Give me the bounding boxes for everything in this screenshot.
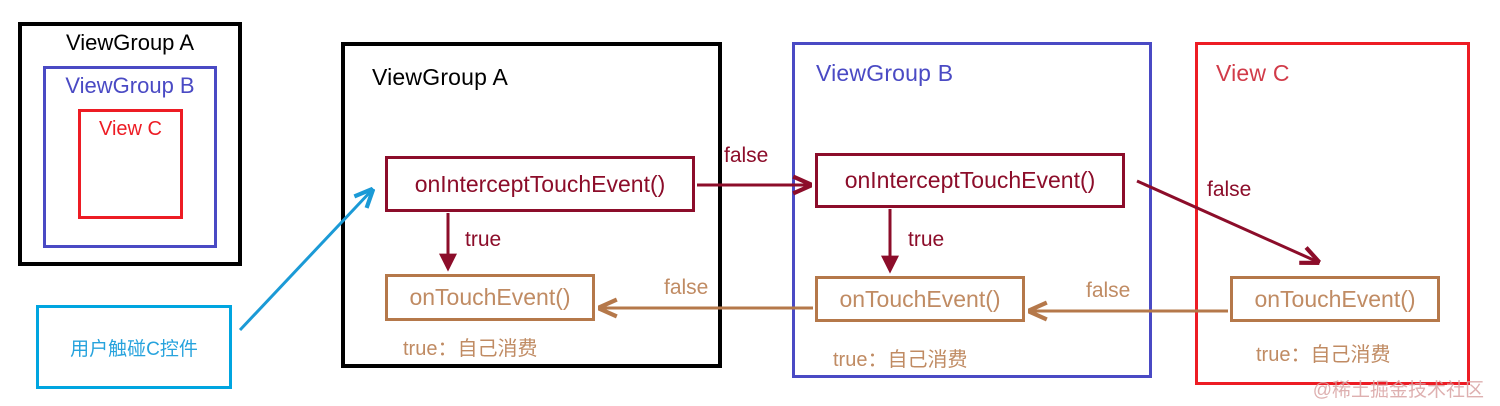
a-on-touch-event-label: onTouchEvent(): [409, 284, 571, 310]
b-consume-label: true：自己消费: [833, 349, 968, 371]
b-true-label: true: [908, 228, 945, 251]
legend-view-c-box: [78, 109, 183, 219]
panel-viewgroup-b-title: ViewGroup B: [816, 60, 954, 86]
b-on-touch-event-box: onTouchEvent(): [815, 276, 1025, 322]
legend-viewgroup-b-label: ViewGroup B: [65, 73, 195, 98]
a-on-intercept-touch-event-label: onInterceptTouchEvent(): [414, 170, 666, 197]
b-on-touch-event-label: onTouchEvent(): [839, 285, 1001, 312]
c-on-touch-event-label: onTouchEvent(): [1254, 285, 1416, 312]
a-on-touch-event-box: onTouchEvent(): [385, 274, 595, 321]
user-touch-trigger-label: 用户触碰C控件: [70, 339, 198, 360]
a-consume-label: true：自己消费: [403, 338, 538, 360]
b-intercept-false-label: false: [1207, 178, 1252, 201]
legend-view-c-label: View C: [99, 118, 162, 140]
panel-viewgroup-a-title: ViewGroup A: [372, 64, 509, 90]
b-on-intercept-touch-event-box: onInterceptTouchEvent(): [815, 153, 1125, 208]
panel-viewgroup-b: [792, 42, 1152, 378]
watermark: @稀土掘金技术社区: [1312, 380, 1484, 401]
a-true-label: true: [465, 228, 502, 251]
panel-view-c-title: View C: [1216, 60, 1290, 86]
b-on-intercept-touch-event-label: onInterceptTouchEvent(): [844, 167, 1096, 193]
c-consume-label: true：自己消费: [1256, 344, 1391, 366]
b-to-a-false-label: false: [664, 276, 709, 299]
legend-viewgroup-a-label: ViewGroup A: [65, 30, 194, 55]
a-on-intercept-touch-event-box: onInterceptTouchEvent(): [385, 156, 695, 212]
a-intercept-false-label: false: [724, 144, 769, 167]
c-on-touch-event-box: onTouchEvent(): [1230, 276, 1440, 322]
c-to-b-false-label: false: [1086, 279, 1131, 302]
panel-view-c: [1195, 42, 1470, 385]
user-touch-trigger-box: [36, 305, 232, 389]
